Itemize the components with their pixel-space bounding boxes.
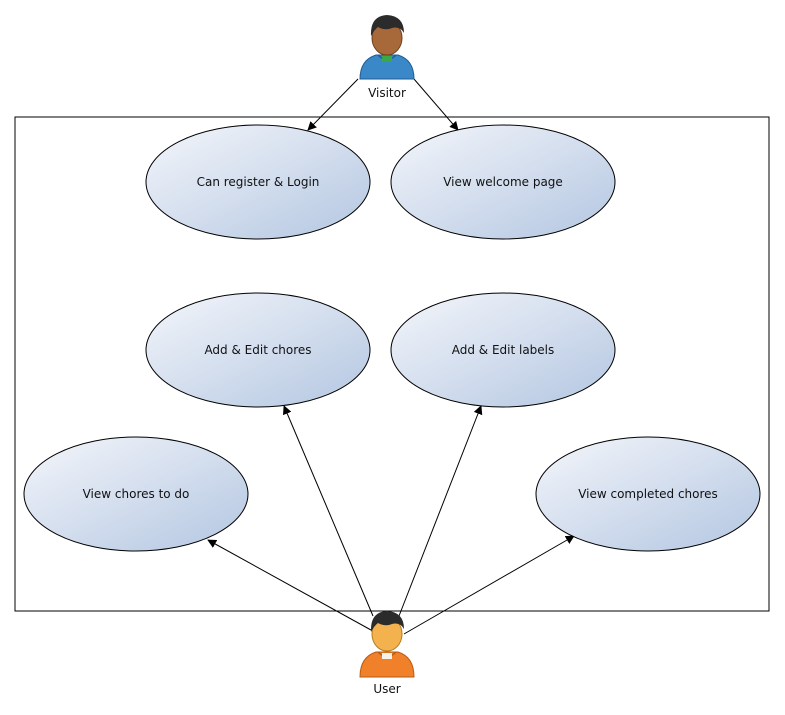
use-case-label: Add & Edit chores <box>204 343 311 357</box>
use-case-edit-chores[interactable]: Add & Edit chores <box>145 292 371 408</box>
association-user-labels <box>398 405 483 617</box>
actor-label: Visitor <box>368 86 406 100</box>
use-case-view-welcome[interactable]: View welcome page <box>390 124 616 240</box>
use-case-label: View completed chores <box>578 487 718 501</box>
association-user-todo <box>207 539 372 631</box>
use-case-label: Can register & Login <box>197 175 320 189</box>
person-icon <box>359 611 415 678</box>
use-case-view-todo[interactable]: View chores to do <box>23 436 249 552</box>
association-user-completed <box>403 535 575 635</box>
actor-label: User <box>373 682 400 696</box>
use-case-label: View welcome page <box>443 175 563 189</box>
actor-visitor[interactable]: Visitor <box>359 15 415 100</box>
actor-user[interactable]: User <box>359 611 415 696</box>
association-user-chores <box>283 405 374 617</box>
association-lines <box>207 78 575 635</box>
use-case-label: Add & Edit labels <box>452 343 555 357</box>
association-visitor-welcome <box>413 78 459 131</box>
person-icon <box>359 15 415 80</box>
use-case-register-login[interactable]: Can register & Login <box>145 124 371 240</box>
use-case-edit-labels[interactable]: Add & Edit labels <box>390 292 616 408</box>
association-visitor-register <box>307 78 359 131</box>
system-boundary <box>14 116 770 612</box>
use-case-label: View chores to do <box>83 487 190 501</box>
use-case-view-completed[interactable]: View completed chores <box>535 436 761 552</box>
